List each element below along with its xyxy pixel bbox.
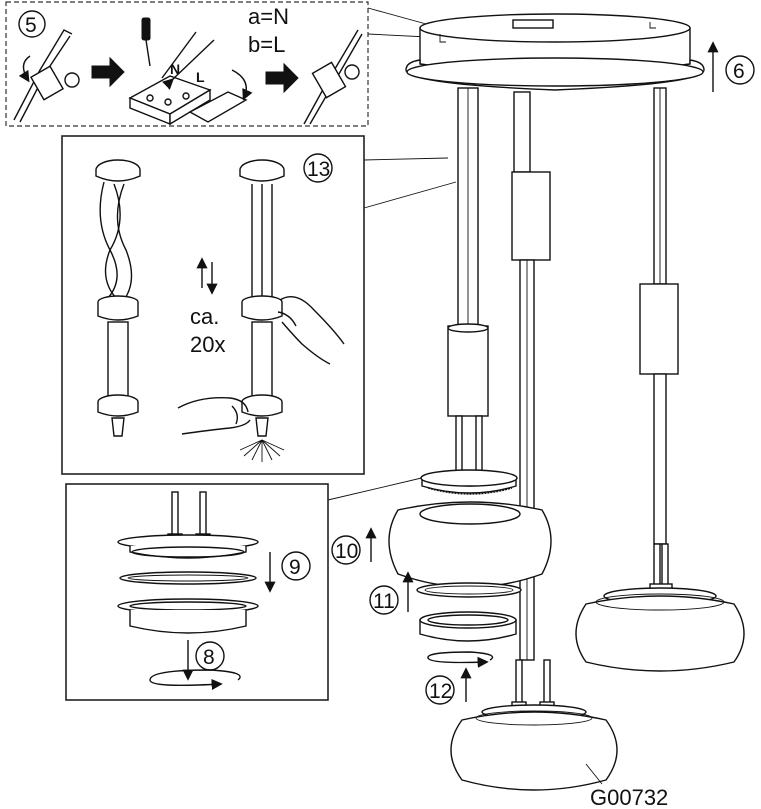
- wiring-panel: 5 N L a=N b=L: [5, 1, 369, 127]
- adjust-times-label: 20x: [190, 332, 225, 357]
- right-shade: [575, 543, 745, 672]
- step-8-number: 8: [203, 646, 215, 669]
- step-5-number: 5: [25, 14, 37, 37]
- step-10-circle: [331, 535, 361, 565]
- wiring-label-a: a=N: [248, 4, 289, 29]
- wiring-label-b: b=L: [248, 32, 285, 57]
- step-11-number: 11: [373, 590, 395, 613]
- step-12-circle: [425, 675, 455, 705]
- left-shade-assembly: [388, 469, 552, 668]
- step-11-circle: [369, 585, 399, 615]
- ceiling-canopy: [405, 13, 705, 91]
- drawing-code: G00732: [590, 785, 668, 809]
- adjust-ca-label: ca.: [190, 304, 219, 329]
- terminal-l-label: L: [196, 69, 205, 85]
- step-13-number: 13: [307, 158, 330, 181]
- step-6-number: 6: [733, 60, 745, 83]
- step-10-number: 10: [335, 540, 358, 563]
- left-adjuster: [447, 323, 489, 473]
- height-adjust-panel: 13 ca. 20x: [61, 135, 365, 475]
- step-12-number: 12: [429, 680, 452, 703]
- diffuser-panel: 9 8: [65, 483, 329, 701]
- step-6-circle: [725, 55, 755, 85]
- terminal-n-label: N: [170, 61, 180, 77]
- light-rays: [239, 439, 285, 462]
- bottom-shade: [450, 659, 618, 791]
- step-9-number: 9: [289, 556, 301, 579]
